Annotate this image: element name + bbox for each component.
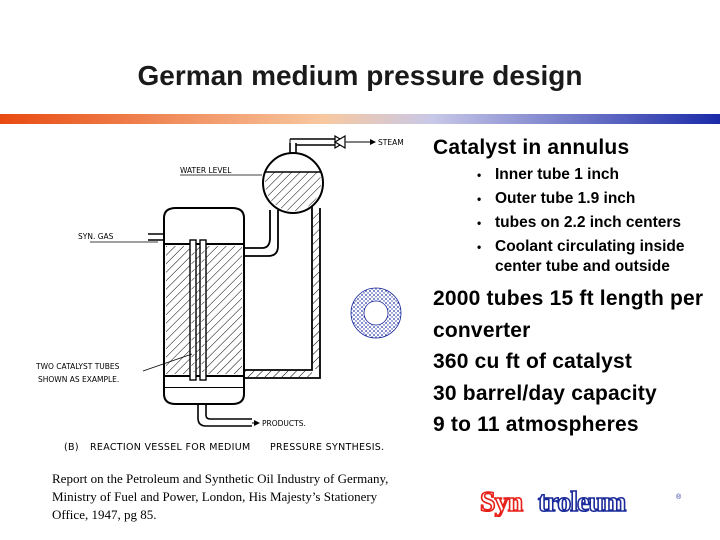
coolant-return-pipe (245, 206, 321, 379)
diagram-caption-part1: REACTION VESSEL FOR MEDIUM (90, 442, 250, 453)
diagram-caption-marker: (B) (64, 442, 79, 453)
sub-bullet-item: Coolant circulating inside center tube a… (475, 237, 720, 277)
sub-bullet-item: Inner tube 1 inch (475, 165, 720, 185)
title-divider-gradient (0, 114, 720, 124)
slide-title: German medium pressure design (137, 60, 583, 91)
sub-bullet-item: tubes on 2.2 inch centers (475, 213, 720, 233)
catalyst-tubes-label-1: TWO CATALYST TUBES (35, 362, 120, 371)
catalyst-tubes (189, 239, 207, 381)
catalyst-tubes-label-2: SHOWN AS EXAMPLE. (38, 375, 119, 384)
riser-pipe (245, 210, 279, 257)
source-citation: Report on the Petroleum and Synthetic Oi… (52, 471, 389, 522)
product-outlet (197, 404, 260, 427)
steam-dome (262, 152, 324, 214)
products-label: PRODUCTS. (262, 419, 306, 428)
sub-bullet-list: Inner tube 1 inch Outer tube 1.9 inch tu… (433, 165, 720, 277)
water-level-label: WATER LEVEL (180, 166, 232, 175)
fact-line: 9 to 11 atmospheres (433, 413, 639, 436)
syn-gas-label: SYN. GAS (78, 232, 114, 241)
fact-line: 2000 tubes 15 ft length per converter (433, 287, 704, 342)
converter-facts: 2000 tubes 15 ft length per converter 36… (433, 283, 720, 441)
annulus-cross-section-icon (349, 286, 403, 340)
logo-troleum: troleum (538, 487, 626, 517)
syn-gas-inlet (90, 233, 164, 243)
sub-bullet-item: Outer tube 1.9 inch (475, 189, 720, 209)
syntroleum-logo: Syn troleum ® (479, 487, 682, 517)
steam-outlet-pipe (289, 134, 376, 156)
logo-syn: Syn (480, 487, 524, 517)
steam-label: STEAM (378, 138, 404, 147)
catalyst-details: Catalyst in annulus Inner tube 1 inch Ou… (433, 135, 720, 441)
bullet-heading: Catalyst in annulus (433, 136, 630, 159)
logo-registered-mark: ® (676, 493, 682, 501)
reaction-vessel-diagram: STEAM WATER LEVEL SYN. GAS (35, 134, 404, 453)
fact-line: 30 barrel/day capacity (433, 381, 657, 405)
fact-line: 360 cu ft of catalyst (433, 350, 633, 373)
diagram-caption-part2: PRESSURE SYNTHESIS. (270, 442, 384, 453)
